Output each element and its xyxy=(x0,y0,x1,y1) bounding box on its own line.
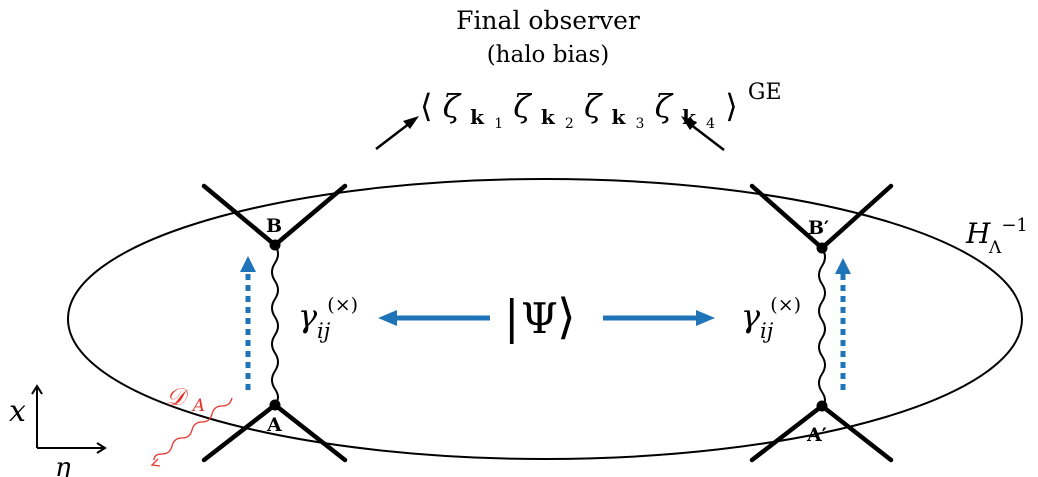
k-4: k xyxy=(682,105,697,129)
graviton-propagator-left xyxy=(271,244,279,405)
sub-4: 4 xyxy=(706,116,715,132)
vertex-a-label: A xyxy=(266,414,282,436)
decoherence-label: 𝒟 A xyxy=(166,383,205,416)
graviton-right-sub: ij xyxy=(760,319,774,343)
vertex-b-dot xyxy=(269,239,281,251)
horizon-sup: −1 xyxy=(1001,215,1028,236)
sub-3: 3 xyxy=(635,116,644,132)
observer-arrow-right xyxy=(681,116,725,151)
axes xyxy=(31,384,107,454)
state-arrow-right xyxy=(603,310,715,326)
vertex-a-prime-lines xyxy=(749,403,894,463)
horizon-sub: Λ xyxy=(988,238,1002,258)
state-psi: Ψ xyxy=(521,294,558,343)
decoherence-symbol: 𝒟 xyxy=(166,383,190,411)
horizon-label: H −1 Λ xyxy=(965,205,1037,258)
zeta-1: ζ xyxy=(443,87,462,125)
correlator-close: ⟩ xyxy=(725,87,737,125)
graviton-label-right: γ (×) ij xyxy=(741,281,811,343)
vertex-b-lines xyxy=(201,183,348,248)
k-2: k xyxy=(541,105,556,129)
k-3: k xyxy=(611,105,626,129)
graviton-propagator-right xyxy=(818,247,826,407)
k-1: k xyxy=(470,105,485,129)
sub-2: 2 xyxy=(565,116,574,132)
vertex-a-dot xyxy=(269,399,281,411)
horizon-ellipse xyxy=(67,178,1023,460)
correlator-open: ⟨ xyxy=(420,87,432,125)
observer-arrow-left xyxy=(375,116,419,150)
time-arrow-right xyxy=(835,258,851,390)
graviton-right-gamma: γ xyxy=(741,297,761,335)
vertex-a-prime-label: A′ xyxy=(806,424,827,446)
graviton-left-sub: ij xyxy=(317,319,331,343)
axis-eta-label: η xyxy=(55,453,71,477)
decoherence-arrow xyxy=(150,397,233,467)
state-arrow-left xyxy=(378,310,490,326)
axis-x-label: x xyxy=(9,394,26,429)
header-line-2: (halo bias) xyxy=(487,42,610,68)
zeta-2: ζ xyxy=(513,87,532,125)
vertex-a-prime-dot xyxy=(816,400,828,412)
state-left-bar: | xyxy=(504,290,520,344)
horizon-h: H xyxy=(965,217,991,250)
vertex-b-prime-label: B′ xyxy=(808,217,829,239)
decoherence-sub: A xyxy=(191,396,205,416)
correlator-formula: ⟨ ζ k 1 ζ k 2 ζ k 3 ζ k 4 ⟩ GE xyxy=(420,80,782,136)
header-line-1: Final observer xyxy=(456,6,640,35)
graviton-left-sup: (×) xyxy=(327,294,358,316)
vertex-a-lines xyxy=(201,402,348,463)
time-arrow-left xyxy=(240,256,256,390)
sub-1: 1 xyxy=(494,116,503,132)
vertex-b-prime-lines xyxy=(749,183,894,251)
zeta-4: ζ xyxy=(655,87,674,125)
vertex-b-prime-dot xyxy=(816,242,828,254)
state-right-angle: ⟩ xyxy=(557,289,576,345)
graviton-left-gamma: γ xyxy=(298,297,318,335)
vertex-b-label: B xyxy=(266,215,282,237)
zeta-3: ζ xyxy=(584,87,603,125)
graviton-right-sup: (×) xyxy=(770,294,801,316)
graviton-label-left: γ (×) ij xyxy=(298,281,368,343)
correlator-superscript: GE xyxy=(748,80,782,105)
